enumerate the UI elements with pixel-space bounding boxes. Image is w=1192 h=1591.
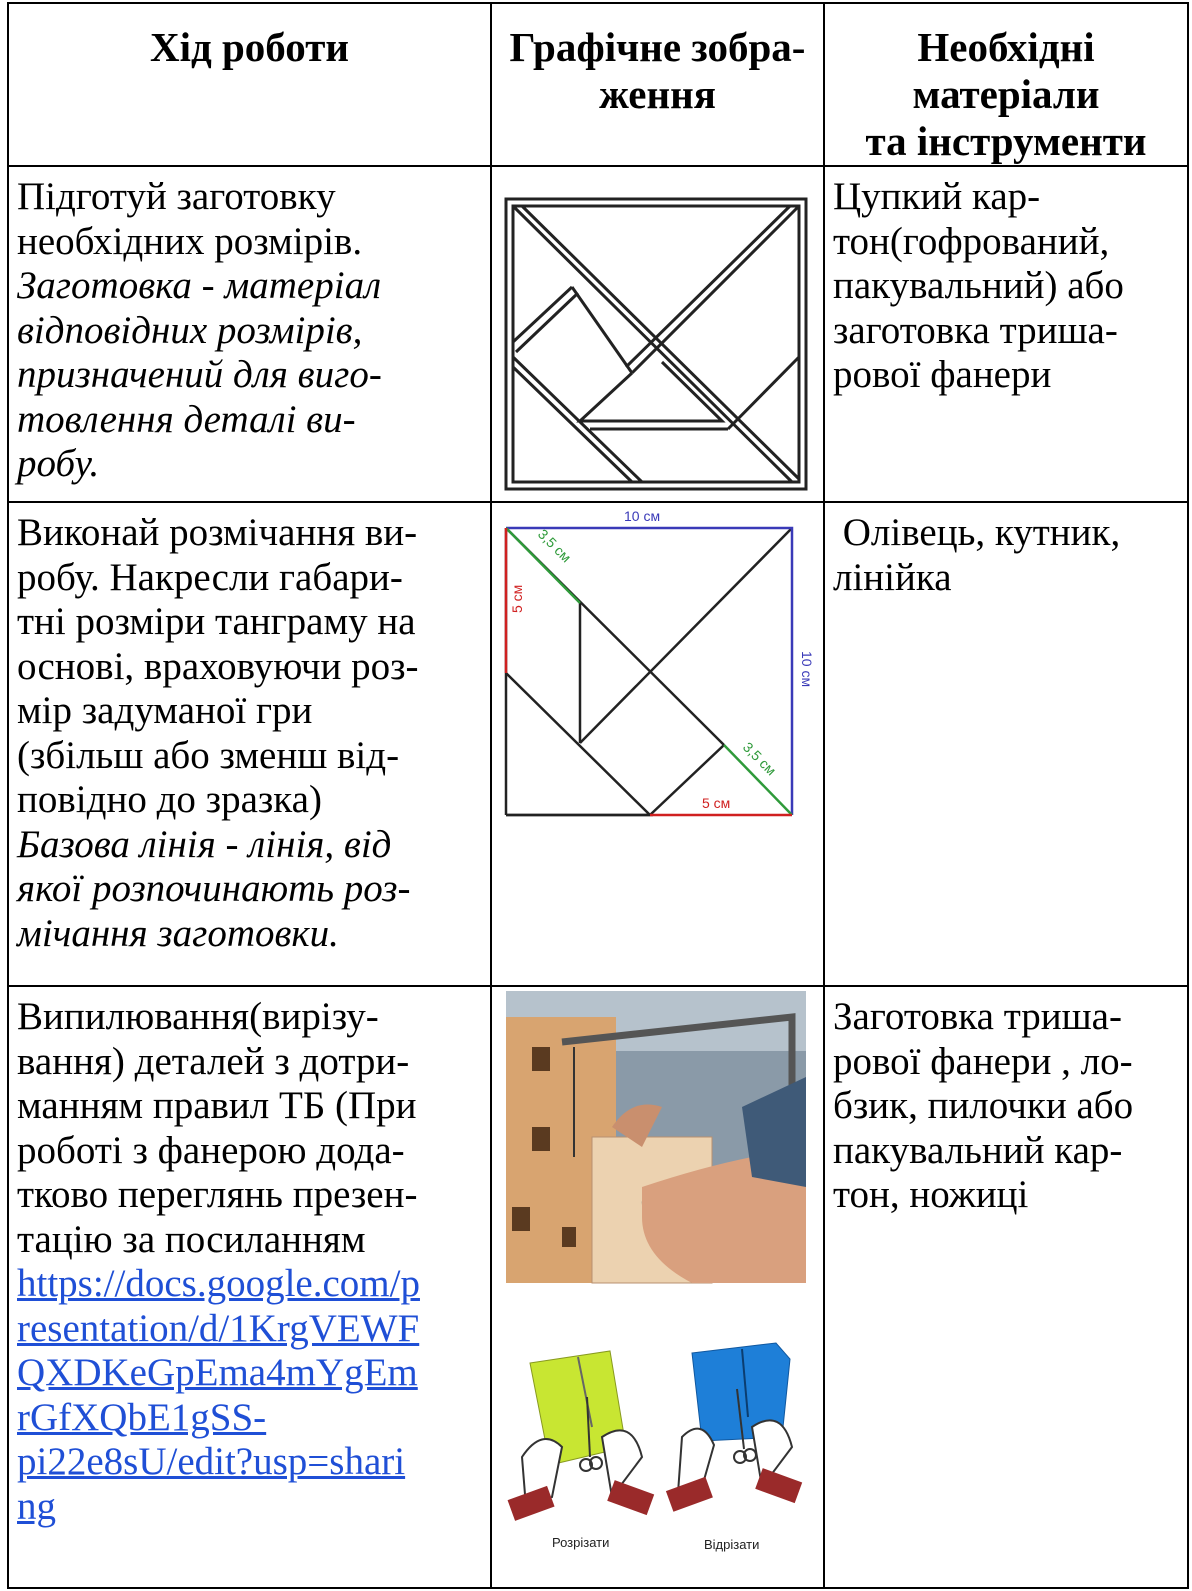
row1-material-line: заготовка триша- [833, 308, 1118, 352]
link-line[interactable]: rGfXQbE1gSS- [17, 1395, 267, 1439]
link-line[interactable]: ng [17, 1484, 56, 1528]
row2-step-line: Виконай розмічання ви- [17, 511, 418, 554]
tangram-dimension-diagram: 10 см 10 см 5 см 3,5 см 3,5 см 5 см [504, 508, 815, 817]
work-table: Хід роботи Графічне зобра- ження Необхід… [7, 2, 1189, 1589]
row3-material-line: рової фанери , ло- [833, 1039, 1133, 1083]
row3-materials: Заготовка триша- рової фанери , ло- бзик… [823, 985, 1189, 1589]
row3-step-line: манням правил ТБ (При [17, 1084, 417, 1127]
table-row: Випилювання(вирізу- вання) деталей з дот… [7, 985, 1189, 1589]
link-line[interactable]: QXDKeGpEma4mYgEm [17, 1351, 418, 1394]
dim-left-label: 5 см [509, 585, 525, 613]
row2-step-line: мір задуманої гри [17, 689, 313, 732]
row3-step-line: роботі з фанерою дода- [17, 1128, 405, 1172]
dim-bottom-label: 5 см [702, 795, 730, 811]
row1-step-line: необхідних розмірів. [17, 219, 363, 263]
row1-material-line: рової фанери [833, 353, 1052, 396]
row2-materials: Олівець, кутник, лінійка [823, 501, 1189, 987]
header-materials: Необхідні матеріали та інструменти [823, 2, 1189, 167]
dim-top-label: 10 см [624, 508, 660, 524]
row3-material-line: Заготовка триша- [833, 995, 1122, 1038]
row1-def-line: товлення деталі ви- [17, 397, 356, 441]
header-graphic-text: Графічне зобра- ження [509, 24, 806, 117]
row2-step-line: тні розміри танграму на [17, 600, 416, 643]
header-materials-text: Необхідні матеріали та інструменти [865, 24, 1147, 164]
row2-material-line: лінійка [833, 555, 952, 599]
table-row: Виконай розмічання ви- робу. Накресли га… [7, 501, 1189, 987]
row2-def-line: Базова лінія - лінія, від [17, 822, 392, 866]
row2-def-line: мічання заготовки. [17, 911, 339, 955]
row3-step-line: Випилювання(вирізу- [17, 995, 379, 1038]
row3-material-line: бзик, пилочки або [833, 1084, 1134, 1127]
row1-material-line: Цупкий кар- [833, 175, 1041, 218]
header-steps: Хід роботи [7, 2, 492, 167]
row1-materials: Цупкий кар- тон(гофрований, пакувальний)… [823, 165, 1189, 503]
caption-cut-off: Відрізати [704, 1537, 759, 1552]
fretsaw-and-scissors-illustrations: Розрізати Відрізати [506, 991, 806, 1552]
row3-steps: Випилювання(вирізу- вання) деталей з дот… [7, 985, 492, 1589]
link-line[interactable]: resentation/d/1KrgVEWF [17, 1306, 420, 1350]
row2-graphic: 10 см 10 см 5 см 3,5 см 3,5 см 5 см [490, 501, 825, 987]
row1-steps: Підготуй заготовку необхідних розмірів. … [7, 165, 492, 503]
row2-step-line: основі, враховуючи роз- [17, 644, 419, 688]
row1-step-line: Підготуй заготовку [17, 175, 336, 218]
header-row: Хід роботи Графічне зобра- ження Необхід… [7, 2, 1189, 167]
row2-steps: Виконай розмічання ви- робу. Накресли га… [7, 501, 492, 987]
row2-step-line: повідно до зразка) [17, 778, 322, 821]
fretsaw-photo [506, 991, 806, 1284]
row1-graphic [490, 165, 825, 503]
tangram-outline-figure [504, 197, 808, 491]
row2-step-line: робу. Накресли габари- [17, 555, 403, 599]
row2-step-line: (збільш або зменш від- [17, 733, 400, 777]
dim-diag-bottom-label: 3,5 см [740, 739, 780, 779]
header-graphic: Графічне зобра- ження [490, 2, 825, 167]
row3-step-line: тково переглянь презен- [17, 1173, 418, 1216]
row3-step-line: вання) деталей з дотри- [17, 1039, 410, 1083]
dim-diag-top-label: 3,5 см [535, 526, 575, 566]
row1-def-line: відповідних розмірів, [17, 308, 363, 352]
row3-material-line: пакувальний кар- [833, 1128, 1123, 1172]
row3-material-line: тон, ножиці [833, 1173, 1029, 1216]
dim-right-label: 10 см [799, 651, 815, 687]
header-steps-text: Хід роботи [150, 24, 349, 70]
scissors-illustration: Розрізати Відрізати [507, 1342, 803, 1552]
row1-material-line: пакувальний) або [833, 264, 1124, 307]
table-row: Підготуй заготовку необхідних розмірів. … [7, 165, 1189, 503]
row1-def-line: робу. [17, 442, 100, 485]
row1-def-line: призначений для виго- [17, 353, 382, 396]
row1-material-line: тон(гофрований, [833, 219, 1110, 263]
row2-material-line: Олівець, кутник, [833, 511, 1121, 554]
row3-step-line: тацію за посиланням [17, 1217, 366, 1261]
row3-graphic: Розрізати Відрізати [490, 985, 825, 1589]
link-line[interactable]: pi22e8sU/edit?usp=shari [17, 1440, 406, 1483]
link-line[interactable]: https://docs.google.com/p [17, 1262, 420, 1305]
presentation-link[interactable]: https://docs.google.com/p resentation/d/… [17, 1262, 482, 1529]
caption-cut-through: Розрізати [552, 1535, 609, 1550]
row2-def-line: якої розпочинають роз- [17, 867, 411, 910]
row1-def-line: Заготовка - матеріал [17, 264, 382, 307]
